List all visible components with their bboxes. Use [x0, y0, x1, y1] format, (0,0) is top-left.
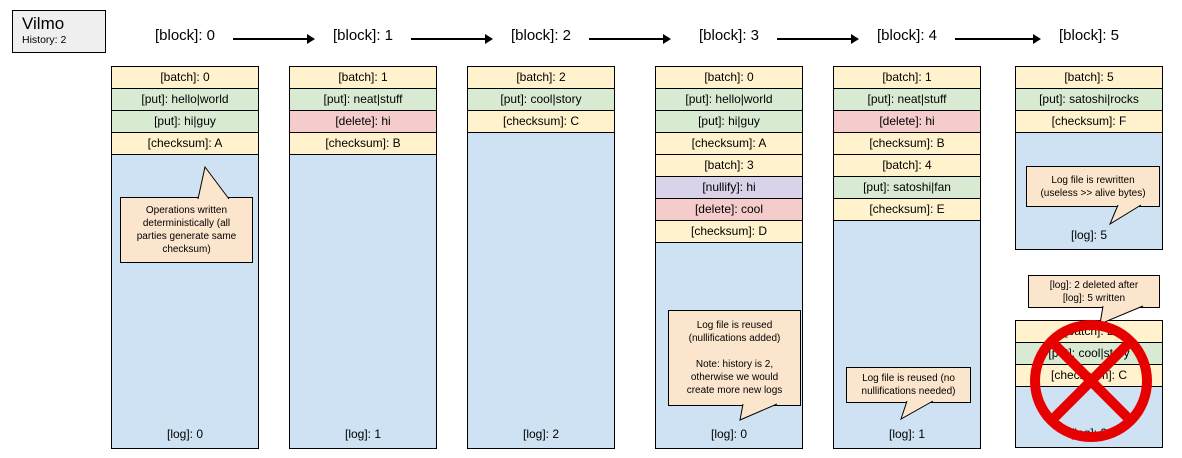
callout-log2-deleted-note: [log]: 2 deleted after [log]: 5 written	[1028, 275, 1160, 308]
callout-log0-reused-note: Log file is reused (nullifications added…	[668, 310, 801, 406]
log-file-box: [batch]: 1[put]: neat|stuff[delete]: hi[…	[289, 66, 437, 449]
app-title: Vilmo	[22, 14, 65, 33]
op-row-put: [put]: satoshi|rocks	[1016, 89, 1162, 111]
op-row-checksum: [checksum]: D	[656, 221, 802, 243]
callout-log5-rewritten-note: Log file is rewritten (useless >> alive …	[1026, 166, 1160, 207]
arrow-block0-block1	[233, 34, 315, 44]
op-row-delete: [delete]: cool	[656, 199, 802, 221]
op-row-checksum: [checksum]: B	[290, 133, 436, 155]
log-label: [log]: 0	[166, 427, 204, 441]
log-label: [log]: 5	[1070, 228, 1108, 242]
block-label: [block]: 4	[876, 27, 938, 44]
log-label: [log]: 0	[710, 427, 748, 441]
op-row-put: [put]: hi|guy	[112, 111, 258, 133]
op-row-batch: [batch]: 5	[1016, 67, 1162, 89]
op-row-checksum: [checksum]: F	[1016, 111, 1162, 133]
op-row-put: [put]: hello|world	[112, 89, 258, 111]
op-row-put: [put]: neat|stuff	[834, 89, 980, 111]
arrow-block2-block3	[589, 34, 671, 44]
log-label: [log]: 1	[344, 427, 382, 441]
op-row-checksum: [checksum]: B	[834, 133, 980, 155]
op-row-checksum: [checksum]: E	[834, 199, 980, 221]
op-row-checksum: [checksum]: C	[468, 111, 614, 133]
arrow-block4-block5	[955, 34, 1041, 44]
op-row-checksum: [checksum]: C	[1016, 365, 1162, 387]
op-row-batch: [batch]: 2	[468, 67, 614, 89]
log-file-box: [batch]: 2[put]: cool|story[checksum]: C…	[467, 66, 615, 449]
op-row-put: [put]: satoshi|fan	[834, 177, 980, 199]
op-row-batch: [batch]: 1	[290, 67, 436, 89]
op-row-delete: [delete]: hi	[834, 111, 980, 133]
op-row-put: [put]: cool|story	[1016, 343, 1162, 365]
log-label: [log]: 1	[888, 427, 926, 441]
arrow-block3-block4	[777, 34, 859, 44]
block-label: [block]: 3	[698, 27, 760, 44]
op-row-put: [put]: hello|world	[656, 89, 802, 111]
log-file-box: [batch]: 5[put]: satoshi|rocks[checksum]…	[1015, 66, 1163, 250]
block-label: [block]: 2	[510, 27, 572, 44]
history-setting: History: 2	[22, 34, 67, 46]
arrow-block1-block2	[411, 34, 493, 44]
deleted-log-file-box: [batch]: 2[put]: cool|story[checksum]: C…	[1015, 320, 1163, 448]
op-row-put: [put]: hi|guy	[656, 111, 802, 133]
log-label: [log]: 2	[1070, 426, 1108, 440]
op-row-delete: [delete]: hi	[290, 111, 436, 133]
op-row-batch: [batch]: 1	[834, 67, 980, 89]
op-row-batch: [batch]: 3	[656, 155, 802, 177]
op-row-batch: [batch]: 4	[834, 155, 980, 177]
op-row-put: [put]: neat|stuff	[290, 89, 436, 111]
block-label: [block]: 1	[332, 27, 394, 44]
op-row-batch: [batch]: 0	[112, 67, 258, 89]
block-label: [block]: 5	[1058, 27, 1120, 44]
legend-box: Vilmo History: 2	[12, 10, 106, 53]
op-row-batch: [batch]: 2	[1016, 321, 1162, 343]
op-row-checksum: [checksum]: A	[656, 133, 802, 155]
op-row-nullify: [nullify]: hi	[656, 177, 802, 199]
op-row-batch: [batch]: 0	[656, 67, 802, 89]
op-row-checksum: [checksum]: A	[112, 133, 258, 155]
callout-log1-reused-note: Log file is reused (no nullifications ne…	[846, 367, 971, 403]
callout-deterministic-note: Operations written deterministically (al…	[120, 197, 253, 263]
log-label: [log]: 2	[522, 427, 560, 441]
op-row-put: [put]: cool|story	[468, 89, 614, 111]
block-label: [block]: 0	[154, 27, 216, 44]
